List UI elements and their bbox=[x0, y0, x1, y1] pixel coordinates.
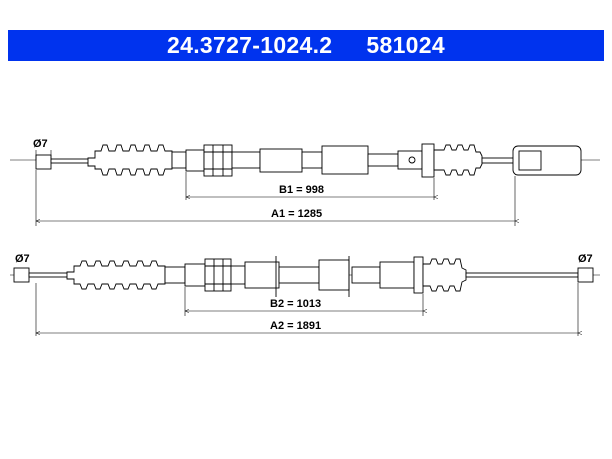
cable-1-tube-right bbox=[367, 153, 399, 167]
cable-2-dim-b-label: B2 = 1013 bbox=[270, 298, 321, 310]
cable-1-left-diameter-label: Ø7 bbox=[33, 138, 48, 150]
cable-1-bellows bbox=[87, 144, 173, 176]
cable-2-sheath bbox=[164, 266, 186, 284]
title-bar: 24.3727-1024.2 581024 bbox=[8, 30, 604, 61]
cable-2-sleeve bbox=[184, 263, 206, 287]
cable-2-right-end-fitting bbox=[577, 267, 594, 283]
cable-2-left-diameter-label: Ø7 bbox=[15, 253, 30, 265]
cable-1-dimensions bbox=[35, 150, 515, 226]
cable-2-ring bbox=[379, 261, 415, 289]
cable-1-hex-nut bbox=[203, 144, 233, 177]
cable-2-collar bbox=[413, 256, 424, 294]
cable-1-tube bbox=[231, 151, 261, 169]
part-number: 24.3727-1024.2 bbox=[167, 32, 333, 58]
cable-1-dim-b-label: B1 = 998 bbox=[279, 184, 324, 196]
cable-2-tube-right bbox=[351, 266, 381, 284]
cable-1 bbox=[10, 143, 600, 178]
cable-1-clamp bbox=[259, 148, 303, 173]
cable-1-tube-mid bbox=[301, 151, 323, 169]
cable-2-bellows bbox=[66, 260, 166, 290]
cable-2-right-diameter-label: Ø7 bbox=[578, 253, 593, 265]
cable-2 bbox=[10, 256, 600, 297]
cable-1-left-end-fitting bbox=[35, 154, 52, 170]
cable-2-hex-nut bbox=[204, 258, 232, 292]
cable-2-dim-a-label: A2 = 1891 bbox=[270, 320, 321, 332]
cable-2-left-end-fitting bbox=[13, 267, 30, 283]
cable-1-pin bbox=[408, 156, 416, 164]
cable-1-right-end-slot bbox=[518, 150, 542, 171]
cable-2-right-bellows bbox=[422, 258, 467, 292]
cable-2-tube-mid bbox=[278, 266, 320, 284]
cable-1-grommet bbox=[321, 145, 369, 175]
cable-2-dimensions bbox=[35, 283, 578, 336]
cable-2-wire-left bbox=[28, 272, 70, 278]
cable-2-grommet bbox=[318, 259, 350, 291]
cable-1-sleeve bbox=[185, 149, 205, 172]
cable-2-tube bbox=[230, 265, 246, 285]
cable-2-clamp bbox=[244, 261, 280, 289]
cable-2-wire-right bbox=[465, 272, 579, 278]
cable-1-collar bbox=[421, 143, 435, 178]
cable-1-dim-a-label: A1 = 1285 bbox=[271, 208, 322, 220]
cable-1-wire-right bbox=[481, 157, 517, 164]
reference-number: 581024 bbox=[366, 32, 445, 58]
cable-1-right-bellows bbox=[433, 144, 483, 176]
cable-1-sheath bbox=[171, 151, 187, 169]
